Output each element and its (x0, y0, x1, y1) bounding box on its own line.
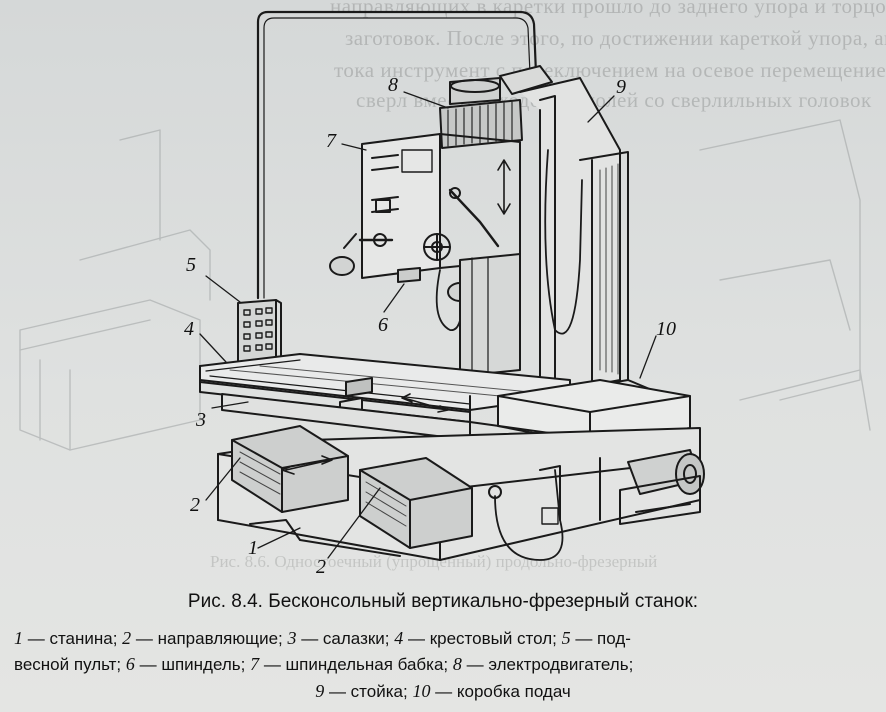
label-2b: 2 (316, 556, 326, 578)
legend-num: 9 (315, 681, 325, 701)
legend-text: — направляющие; (131, 629, 288, 648)
figure-legend-line-2: весной пульт; 6 — шпиндель; 7 — шпиндель… (14, 654, 876, 675)
label-7: 7 (326, 130, 336, 152)
figure-legend-line-1: 1 — станина; 2 — направляющие; 3 — салаз… (14, 628, 876, 649)
label-8: 8 (388, 74, 398, 96)
legend-num: 7 (250, 654, 260, 674)
label-5: 5 (186, 254, 196, 276)
motor (439, 65, 553, 149)
ghost-caption: Рис. 8.6. Одностоечный (упрощенный) прод… (210, 552, 658, 571)
figure-legend-line-3: 9 — стойка; 10 — коробка подач (0, 681, 886, 702)
legend-text: — салазки; (296, 629, 395, 648)
label-10: 10 (656, 318, 676, 340)
label-6: 6 (378, 314, 388, 336)
legend-num: 1 (14, 628, 23, 648)
label-3: 3 (196, 409, 206, 431)
legend-text: — электродвигатель; (461, 655, 634, 674)
column (519, 77, 653, 441)
legend-num: 4 (394, 628, 404, 648)
legend-text: — крестовый стол; (403, 629, 562, 648)
label-1: 1 (248, 537, 258, 559)
pendant-control (237, 299, 282, 363)
legend-text: — под- (570, 629, 631, 648)
spindle-head (329, 133, 521, 331)
legend-num: 8 (452, 654, 462, 674)
legend-num: 5 (561, 628, 571, 648)
feed-box (497, 379, 691, 445)
legend-text: — стойка; (324, 682, 413, 701)
legend-text: — коробка подач (430, 682, 571, 701)
label-9: 9 (616, 76, 626, 98)
legend-num: 10 (412, 681, 431, 701)
label-2a: 2 (190, 494, 200, 516)
legend-num: 6 (125, 654, 135, 674)
legend-num: 2 (122, 628, 132, 648)
label-4: 4 (184, 318, 194, 340)
legend-text: — шпиндельная бабка; (259, 655, 453, 674)
legend-text: весной пульт; (14, 655, 126, 674)
guides (231, 425, 473, 549)
legend-num: 3 (287, 628, 297, 648)
figure-caption-title: Рис. 8.4. Бесконсольный вертикально-фрез… (187, 591, 699, 612)
milling-machine-drawing (19, 10, 871, 561)
drive-motor (619, 449, 705, 525)
legend-text: — шпиндель; (134, 655, 251, 674)
legend-text: — станина; (23, 629, 123, 648)
